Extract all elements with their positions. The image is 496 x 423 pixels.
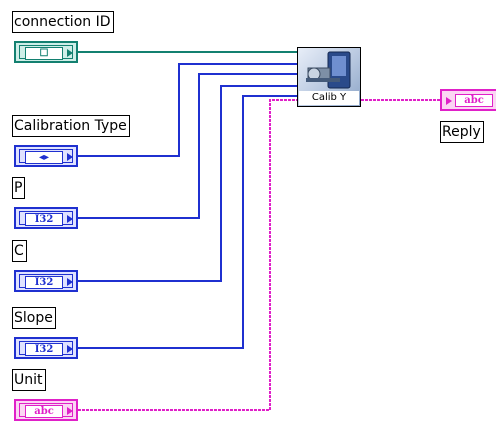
c-label: C (12, 240, 27, 262)
wire-slope (78, 95, 297, 349)
wire-c (78, 85, 297, 282)
calibration-type-terminal[interactable]: ◂▸ (14, 145, 78, 167)
slope-label: Slope (12, 307, 56, 329)
refnum-icon: ☐ (25, 47, 63, 60)
output-arrow-icon (67, 278, 73, 286)
output-arrow-icon (67, 49, 73, 57)
wire-calibration-type (78, 63, 297, 157)
string-icon: abc (25, 405, 63, 418)
enum-icon: ◂▸ (25, 151, 63, 164)
connection-id-terminal[interactable]: ☐ (14, 41, 78, 63)
i32-icon: I32 (25, 213, 63, 226)
p-label: P (12, 177, 26, 199)
wire-unit (78, 99, 297, 411)
reply-indicator-terminal[interactable]: abc (440, 89, 496, 111)
input-arrow-icon (446, 97, 452, 105)
instrument-icon (306, 51, 351, 89)
slope-terminal[interactable]: I32 (14, 337, 78, 359)
connection-id-label: connection ID (12, 11, 114, 33)
string-icon: abc (455, 94, 493, 107)
unit-label: Unit (12, 369, 46, 391)
p-terminal[interactable]: I32 (14, 207, 78, 229)
calibration-type-label: Calibration Type (12, 115, 130, 137)
calib-y-subvi-node[interactable]: Calib Y (297, 47, 361, 107)
wire-p (78, 73, 297, 219)
output-arrow-icon (67, 153, 73, 161)
reply-label: Reply (440, 121, 484, 143)
i32-icon: I32 (25, 343, 63, 356)
c-terminal[interactable]: I32 (14, 270, 78, 292)
subvi-label: Calib Y (299, 91, 359, 105)
output-arrow-icon (67, 407, 73, 415)
i32-icon: I32 (25, 276, 63, 289)
output-arrow-icon (67, 215, 73, 223)
output-arrow-icon (67, 345, 73, 353)
unit-terminal[interactable]: abc (14, 399, 78, 421)
